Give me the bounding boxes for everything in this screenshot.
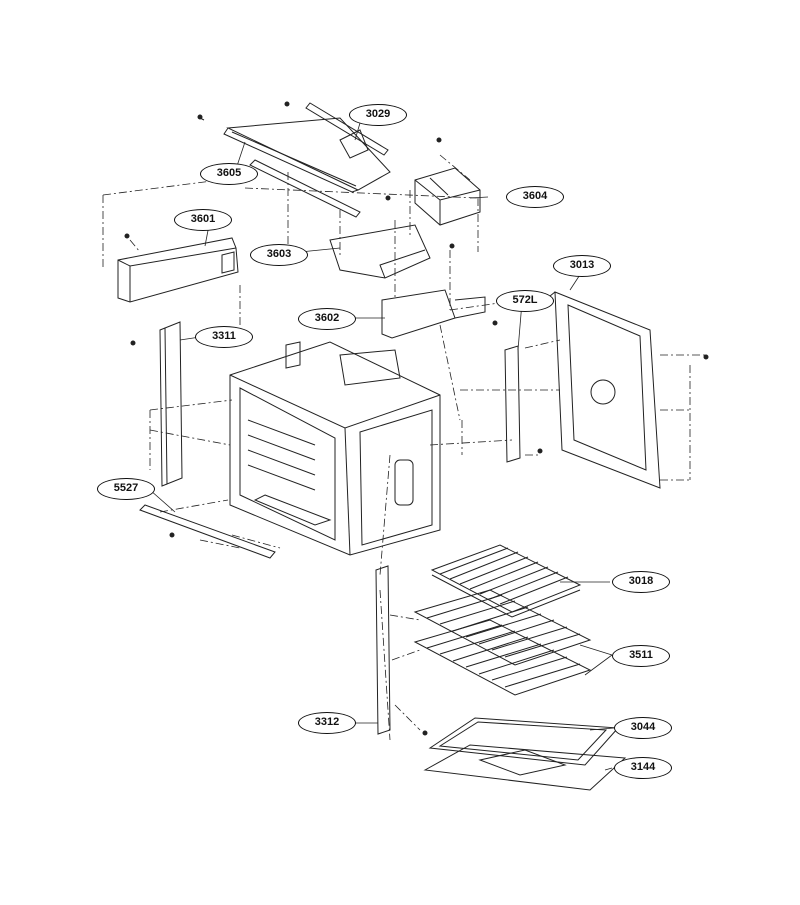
- rack-3511-upper: [413, 589, 592, 666]
- callout-3601[interactable]: 3601: [174, 209, 232, 231]
- duct-3603: [329, 224, 431, 279]
- callout-3018[interactable]: 3018: [612, 571, 670, 593]
- rack-3018: [430, 544, 582, 618]
- strip-572L: [504, 345, 521, 463]
- callout-3312[interactable]: 3312: [298, 712, 356, 734]
- callout-3144[interactable]: 3144: [614, 757, 672, 779]
- top-panel-3605: [199, 117, 391, 218]
- pan-3144: [423, 744, 627, 791]
- callout-3044[interactable]: 3044: [614, 717, 672, 739]
- callout-3029[interactable]: 3029: [349, 104, 407, 126]
- callout-5527[interactable]: 5527: [97, 478, 155, 500]
- callout-3311[interactable]: 3311: [195, 326, 253, 348]
- rail-3029: [305, 102, 389, 159]
- callout-3602[interactable]: 3602: [298, 308, 356, 330]
- bracket-3312: [375, 565, 391, 735]
- callout-3603[interactable]: 3603: [250, 244, 308, 266]
- callout-3605[interactable]: 3605: [200, 163, 258, 185]
- callout-572L[interactable]: 572L: [496, 290, 554, 312]
- box-3604: [414, 167, 481, 226]
- oven-cavity: [229, 341, 441, 556]
- bracket-3311: [159, 321, 183, 487]
- screws: [124, 101, 709, 736]
- callout-3511[interactable]: 3511: [612, 645, 670, 667]
- callout-3604[interactable]: 3604: [506, 186, 564, 208]
- pan-3044: [428, 717, 620, 766]
- callout-3013[interactable]: 3013: [553, 255, 611, 277]
- rack-3511-lower: [413, 619, 592, 696]
- panel-3602: [381, 289, 486, 339]
- back-panel-3013: [544, 291, 661, 489]
- strip-5527: [139, 504, 276, 559]
- panel-3601: [117, 237, 239, 303]
